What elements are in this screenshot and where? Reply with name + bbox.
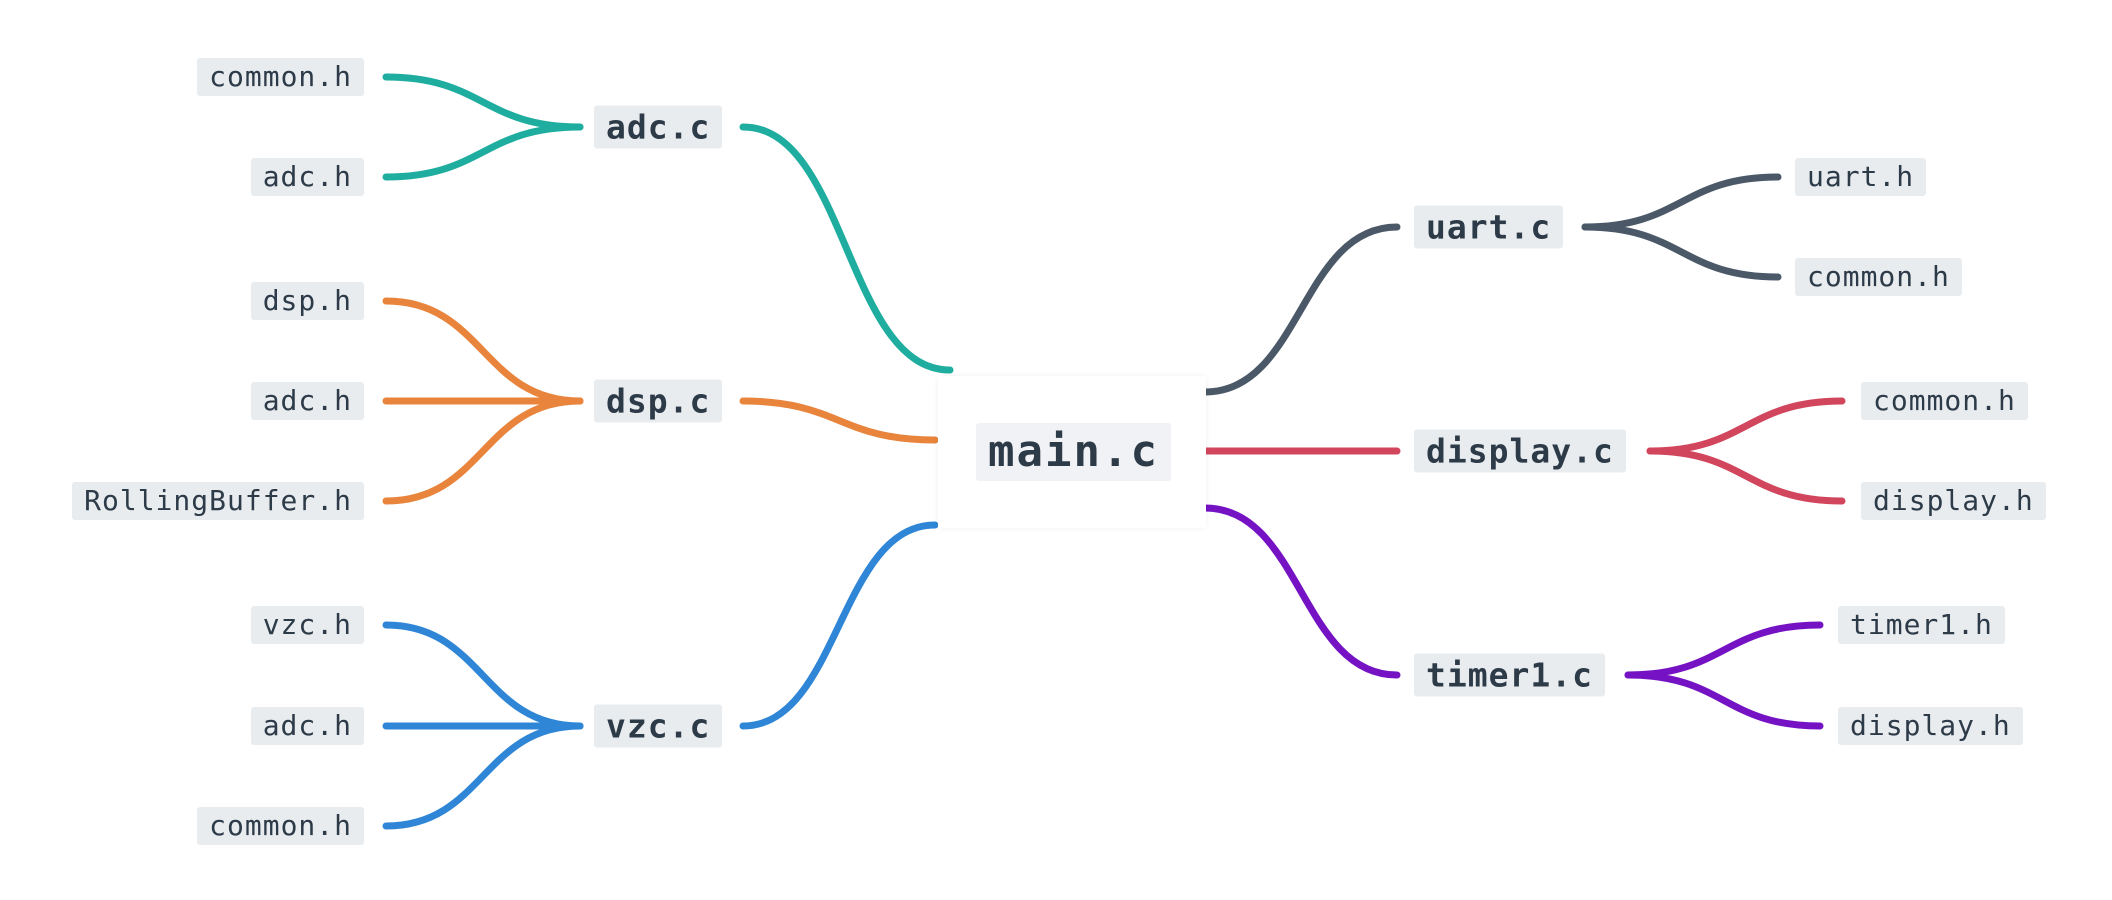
branch-node-timer1-c[interactable]: timer1.c: [1414, 653, 1605, 697]
branch-node-uart-c[interactable]: uart.c: [1414, 205, 1564, 249]
connector-root-to-adc-c: [739, 123, 954, 374]
leaf-node-timer1-h[interactable]: timer1.h: [1838, 606, 2005, 644]
connector-vzc-c-to-leaf: [382, 621, 584, 730]
branch-node-vzc-c[interactable]: vzc.c: [594, 704, 723, 748]
branch-node-dsp-c[interactable]: dsp.c: [594, 379, 723, 423]
connector-uart-c-to-leaf: [1581, 223, 1782, 281]
leaf-node-common-h[interactable]: common.h: [1861, 382, 2028, 420]
connector-root-to-vzc-c: [739, 521, 939, 730]
connector-root-to-dsp-c: [739, 397, 939, 444]
leaf-node-adc-h[interactable]: adc.h: [250, 382, 364, 420]
leaf-node-common-h[interactable]: common.h: [197, 807, 364, 845]
leaf-node-common-h[interactable]: common.h: [197, 58, 364, 96]
connector-adc-c-to-leaf: [382, 73, 584, 131]
leaf-node-common-h[interactable]: common.h: [1795, 258, 1962, 296]
connector-root-to-timer1-c: [1201, 504, 1401, 679]
leaf-node-adc-h[interactable]: adc.h: [250, 158, 364, 196]
leaf-node-uart-h[interactable]: uart.h: [1795, 158, 1927, 196]
connector-display-c-to-leaf: [1646, 447, 1846, 505]
branch-node-adc-c[interactable]: adc.c: [594, 105, 723, 149]
connector-dsp-c-to-leaf: [382, 297, 584, 405]
leaf-node-adc-h[interactable]: adc.h: [250, 707, 364, 745]
connector-uart-c-to-leaf: [1581, 173, 1782, 231]
leaf-node-dsp-h[interactable]: dsp.h: [250, 282, 364, 320]
leaf-node-display-h[interactable]: display.h: [1838, 707, 2023, 745]
connector-adc-c-to-leaf: [382, 123, 584, 181]
connector-vzc-c-to-leaf: [382, 722, 584, 830]
branch-node-display-c[interactable]: display.c: [1414, 429, 1626, 473]
connector-timer1-c-to-leaf: [1624, 621, 1824, 679]
connector-root-to-uart-c: [1201, 223, 1401, 396]
leaf-node-rollingbuffer-h[interactable]: RollingBuffer.h: [72, 482, 364, 520]
root-node-main-c[interactable]: main.c: [976, 423, 1171, 481]
connector-dsp-c-to-leaf: [382, 397, 584, 505]
leaf-node-display-h[interactable]: display.h: [1861, 482, 2046, 520]
connector-display-c-to-leaf: [1646, 397, 1846, 455]
leaf-node-vzc-h[interactable]: vzc.h: [250, 606, 364, 644]
connector-timer1-c-to-leaf: [1624, 671, 1824, 730]
